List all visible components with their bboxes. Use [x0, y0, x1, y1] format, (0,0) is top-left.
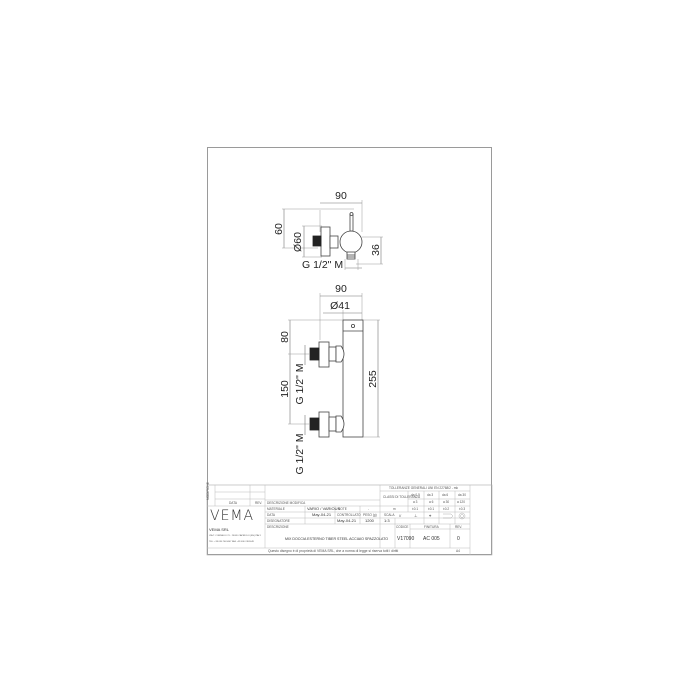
tolerance-class-label: CLASSI DI TOLLERANZA — [383, 495, 421, 499]
notes-label: NOTE — [338, 507, 347, 511]
position-icon: ⌖ — [429, 513, 432, 518]
tol-upper-3: a 120 — [457, 500, 465, 504]
revisions-side-label: MODIFICHE — [206, 482, 210, 500]
rev-value: 0 — [457, 536, 460, 542]
scale-value: 1:3 — [384, 518, 390, 523]
front-spacing-dim: 150 — [279, 380, 291, 398]
code-label: CODICE — [396, 525, 409, 529]
weight-value: 1200 — [365, 518, 374, 523]
tol-range-3: da 30 — [458, 493, 466, 497]
tol-upper-0: a 3 — [413, 500, 418, 504]
front-thread-label-lower: G 1/2" M — [294, 433, 306, 474]
tol-m-1: ±0.1 — [428, 507, 435, 511]
date-label: DATA — [267, 513, 276, 517]
tol-upper-2: a 30 — [443, 500, 450, 504]
checked-value: May-04-21 — [337, 518, 357, 523]
description-label: DESCRIZIONE — [267, 525, 289, 529]
top-thread-label: G 1/2" M — [302, 259, 343, 271]
rev-label: REV. — [455, 525, 463, 529]
front-width-dim: 90 — [335, 283, 347, 295]
perpendicularity-icon: ⊥ — [414, 513, 418, 518]
finish-value: AC 005 — [423, 536, 440, 542]
drawn-label: DISEGNATORE — [267, 519, 290, 523]
top-diameter-dim: Ø60 — [292, 232, 304, 252]
material-value: VARIO / VARIOUS — [307, 506, 341, 511]
tol-range-0: da 0.5 — [411, 493, 420, 497]
tol-range-2: da 6 — [442, 493, 449, 497]
tol-m-0: ±0.1 — [412, 507, 419, 511]
tol-m-label: m — [393, 507, 396, 511]
front-diameter-dim: Ø41 — [330, 300, 350, 312]
code-value: V17090 — [397, 536, 415, 542]
checked-label: CONTROLLATO — [337, 513, 361, 517]
company-logo: VEMA — [210, 508, 255, 524]
finish-label: FINITURA — [424, 525, 439, 529]
tolerance-header: TOLLERANZE GENERALI UNI EN 22768/2 - mk — [389, 486, 459, 490]
footer-note: Questo disegno è di proprietà di VEMA SR… — [268, 549, 399, 553]
weight-label: PESO (g) — [363, 513, 377, 517]
company-contact: TEL. +39 030 7461447 FAX +39 030 7461449 — [209, 541, 254, 543]
company-name: VEMA SRL — [209, 527, 230, 532]
front-top-offset-dim: 80 — [279, 331, 291, 343]
front-height-dim: 255 — [367, 370, 379, 388]
rev-col-rev: REV. — [255, 501, 263, 505]
material-label: MATERIALE — [267, 507, 285, 511]
top-offset-dim: 36 — [370, 244, 382, 256]
front-thread-label-upper: G 1/2" M — [294, 363, 306, 404]
tol-m-2: ±0.2 — [443, 507, 450, 511]
notes-value: - — [368, 507, 370, 511]
rev-col-desc: DESCRIZIONE MODIFICA — [267, 501, 306, 505]
parallelism-icon: // — [399, 513, 402, 518]
top-height-dim: 60 — [273, 223, 285, 235]
tol-range-1: da 3 — [427, 493, 434, 497]
date-value: May-04-21 — [312, 512, 332, 517]
top-width-dim: 90 — [335, 190, 347, 202]
tol-upper-1: a 6 — [429, 500, 434, 504]
sheet-size: A4 — [456, 549, 460, 553]
company-address: VIA T. CORNELIO 21 - 25020 CAPRIOLO (BS)… — [209, 535, 262, 537]
tol-m-3: ±0.3 — [459, 507, 466, 511]
rev-col-date: DATA — [229, 501, 238, 505]
scale-label: SCALA — [384, 513, 395, 517]
description-value: MIX DOCCIA ESTERNO TIBER STEEL ACCIAIO S… — [285, 537, 389, 541]
